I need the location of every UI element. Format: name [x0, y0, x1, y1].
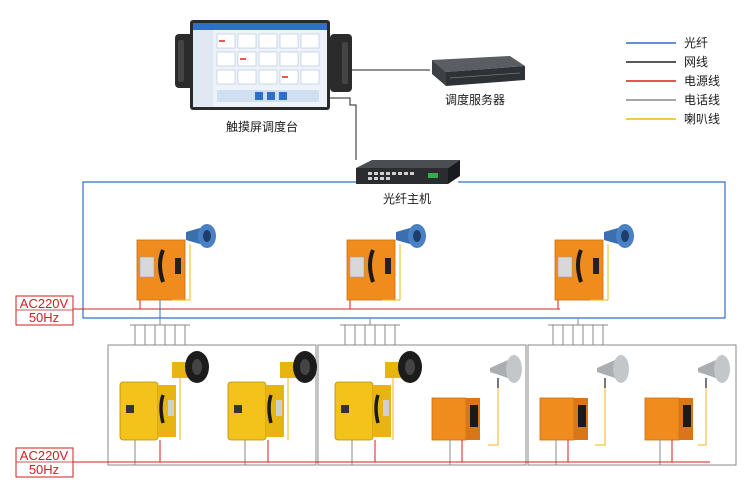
console-label: 触摸屏调度台 — [226, 119, 298, 134]
legend-label-phone: 电话线 — [684, 93, 720, 107]
yellow-phone-3 — [334, 381, 391, 441]
bottom-power: AC220V 50Hz — [15, 440, 710, 478]
gray-horn-icon — [698, 355, 730, 388]
fiber-host: 光纤主机 — [356, 160, 460, 206]
blue-horn-icon — [604, 224, 634, 248]
bottom-ac-voltage: AC220V — [20, 448, 69, 463]
fiber-host-label: 光纤主机 — [383, 192, 431, 206]
dispatch-server: 调度服务器 — [432, 56, 525, 107]
phone-line-distribution — [107, 318, 737, 466]
yellow-phone-1 — [119, 381, 176, 441]
top-station-2 — [346, 224, 426, 301]
touch-console: 触摸屏调度台 — [175, 20, 352, 134]
bottom-phone-lines — [134, 440, 661, 465]
legend-label-fiber: 光纤 — [684, 36, 708, 50]
legend-label-network: 网线 — [684, 55, 708, 69]
fiber-ring — [82, 181, 726, 319]
bottom-ac-frequency: 50Hz — [29, 462, 59, 477]
orange-phone-4 — [431, 397, 480, 441]
blue-horn-icon — [186, 224, 216, 248]
black-horn-icon — [280, 351, 317, 383]
gray-horn-icon — [490, 355, 522, 388]
blue-horn-icon — [396, 224, 426, 248]
top-ac-frequency: 50Hz — [29, 310, 59, 325]
legend-label-speaker: 喇叭线 — [684, 111, 720, 126]
top-power: AC220V 50Hz — [15, 295, 560, 326]
gray-horn-icon — [597, 355, 629, 388]
yellow-phone-2 — [227, 381, 284, 441]
top-ac-voltage: AC220V — [20, 296, 69, 311]
legend: 光纤 网线 电源线 电话线 喇叭线 — [626, 36, 720, 126]
orange-phone-5 — [539, 397, 588, 441]
legend-label-power: 电源线 — [684, 74, 720, 88]
black-horn-icon — [172, 351, 209, 383]
top-station-3 — [554, 224, 634, 301]
console-right-handset — [330, 34, 352, 92]
bottom-speaker-lines — [179, 378, 707, 446]
server-label: 调度服务器 — [445, 92, 505, 107]
top-station-1 — [136, 224, 216, 318]
orange-phone-6 — [644, 397, 693, 441]
black-horn-icon — [385, 351, 422, 383]
